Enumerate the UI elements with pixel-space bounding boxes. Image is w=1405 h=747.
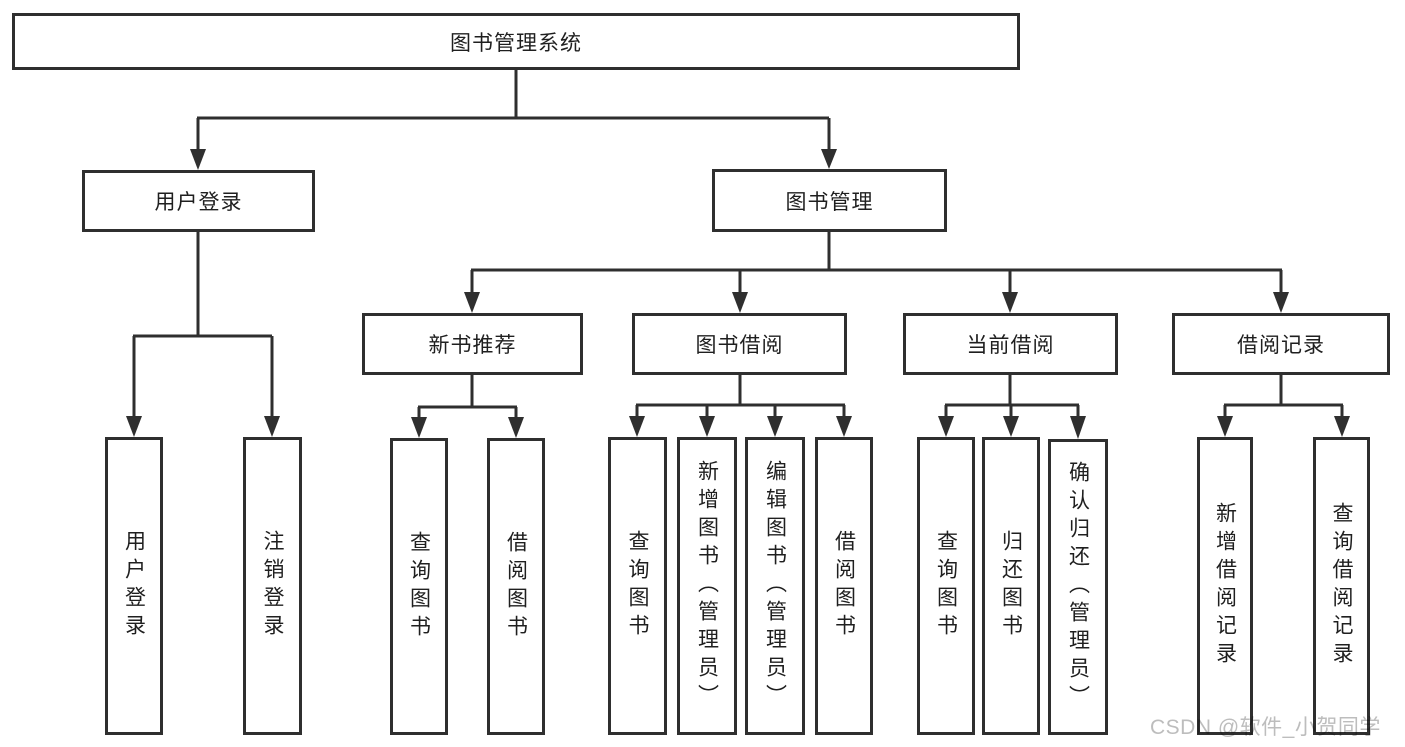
node-book-borrow: 图书借阅 xyxy=(632,313,847,375)
leaf-logout-label: 注销登录 xyxy=(261,530,284,642)
leaf-query-borrow-record-label: 查询借阅记录 xyxy=(1330,502,1353,670)
leaf-borrow-edit-admin-label: 编辑图书（管理员） xyxy=(763,460,787,712)
leaf-query-borrow-record: 查询借阅记录 xyxy=(1313,437,1370,735)
leaf-confirm-return-admin: 确认归还（管理员） xyxy=(1048,439,1108,735)
node-book-management: 图书管理 xyxy=(712,169,947,232)
watermark: CSDN @软件_小贺同学 xyxy=(1150,716,1381,739)
leaf-borrow-query-label: 查询图书 xyxy=(626,530,649,642)
leaf-return-book: 归还图书 xyxy=(982,437,1040,735)
node-root-label: 图书管理系统 xyxy=(450,31,582,55)
leaf-current-query-label: 查询图书 xyxy=(934,530,958,642)
node-new-book-recommend: 新书推荐 xyxy=(362,313,583,375)
leaf-user-login: 用户登录 xyxy=(105,437,163,735)
node-user-login: 用户登录 xyxy=(82,170,315,232)
node-borrow-records: 借阅记录 xyxy=(1172,313,1390,375)
leaf-borrow-query: 查询图书 xyxy=(608,437,667,735)
leaf-borrow-add-admin: 新增图书（管理员） xyxy=(677,437,737,735)
node-book-borrow-label: 图书借阅 xyxy=(695,334,784,357)
leaf-add-borrow-record: 新增借阅记录 xyxy=(1197,437,1253,735)
node-current-borrow-label: 当前借阅 xyxy=(966,334,1055,357)
leaf-newbook-borrow: 借阅图书 xyxy=(487,438,545,735)
leaf-newbook-query-label: 查询图书 xyxy=(407,530,431,643)
node-new-book-recommend-label: 新书推荐 xyxy=(428,334,517,357)
leaf-newbook-borrow-label: 借阅图书 xyxy=(504,530,528,643)
node-user-login-label: 用户登录 xyxy=(154,191,243,214)
leaf-borrow-book-label: 借阅图书 xyxy=(832,530,856,642)
leaf-confirm-return-admin-label: 确认归还（管理员） xyxy=(1066,461,1090,713)
leaf-user-login-label: 用户登录 xyxy=(122,530,146,642)
leaf-newbook-query: 查询图书 xyxy=(390,438,448,735)
leaf-add-borrow-record-label: 新增借阅记录 xyxy=(1213,502,1237,670)
node-book-management-label: 图书管理 xyxy=(785,190,874,214)
leaf-borrow-add-admin-label: 新增图书（管理员） xyxy=(695,460,719,712)
leaf-current-query: 查询图书 xyxy=(917,437,975,735)
leaf-borrow-edit-admin: 编辑图书（管理员） xyxy=(745,437,805,735)
node-borrow-records-label: 借阅记录 xyxy=(1237,334,1325,357)
leaf-return-book-label: 归还图书 xyxy=(999,530,1023,642)
leaf-borrow-book: 借阅图书 xyxy=(815,437,873,735)
node-root-system: 图书管理系统 xyxy=(12,13,1020,70)
leaf-logout: 注销登录 xyxy=(243,437,302,735)
arrowheads xyxy=(126,149,1350,439)
node-current-borrow: 当前借阅 xyxy=(903,313,1118,375)
